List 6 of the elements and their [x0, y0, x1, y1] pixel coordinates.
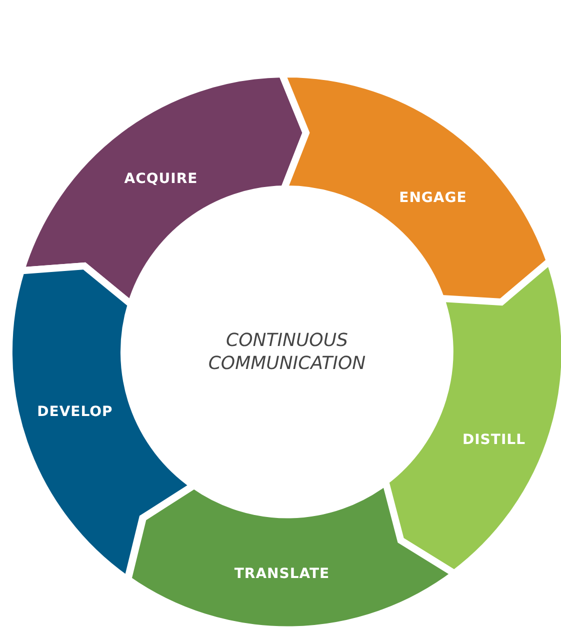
segment-label: ACQUIRE — [124, 170, 198, 187]
segment-label: DISTILL — [462, 432, 526, 448]
segment-label: ENGAGE — [399, 190, 467, 206]
center-label: CONTINUOUS COMMUNICATION — [207, 328, 367, 376]
segment-label: DEVELOP — [37, 404, 113, 420]
segment-label: TRANSLATE — [234, 566, 330, 582]
